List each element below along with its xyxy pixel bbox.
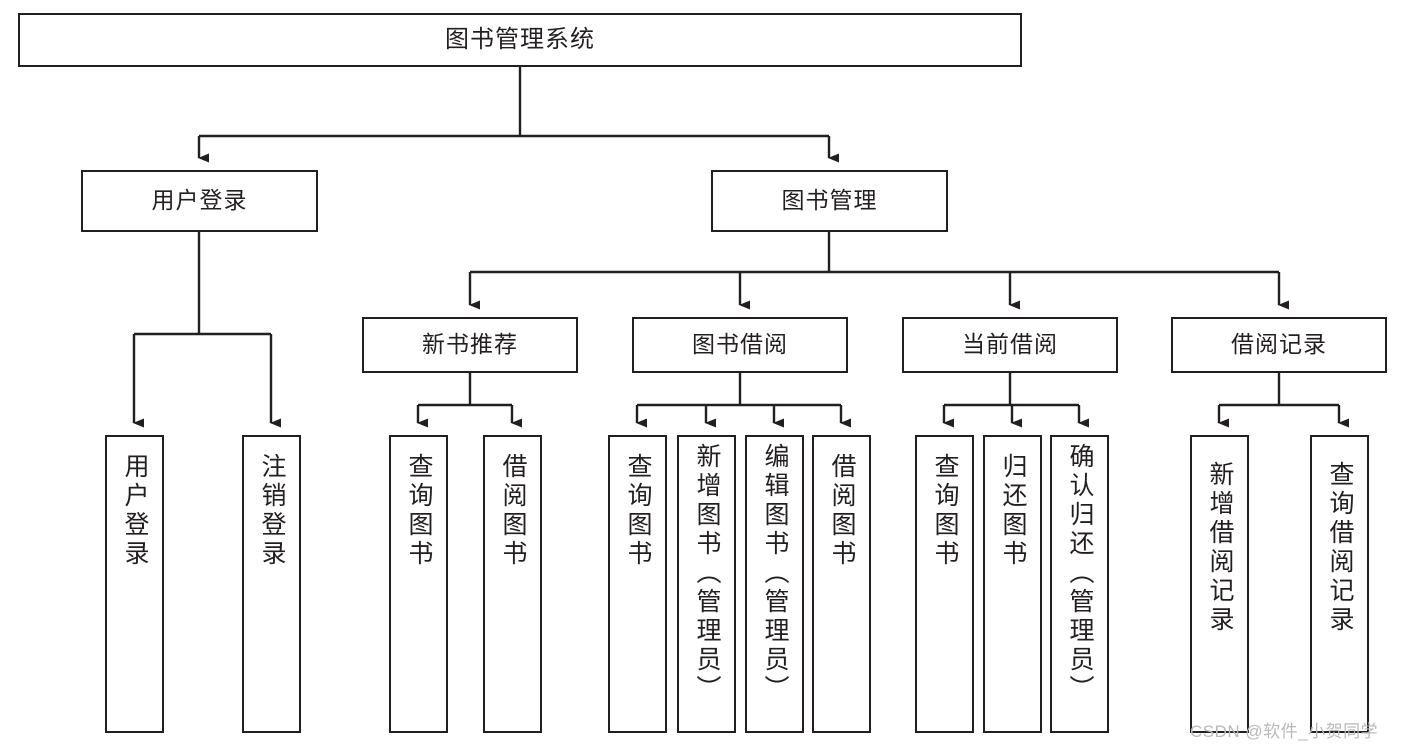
- node-leaf-query-book-2[interactable]: 查询图书: [608, 435, 667, 733]
- node-user-login-label: 用户登录: [151, 187, 248, 214]
- node-user-login[interactable]: 用户登录: [81, 170, 318, 232]
- node-book-borrow-label: 图书借阅: [692, 331, 788, 358]
- node-root[interactable]: 图书管理系统: [18, 13, 1022, 67]
- node-leaf-borrow-book-1-label: 借阅图书: [499, 453, 527, 569]
- node-leaf-return-book-label: 归还图书: [999, 453, 1027, 569]
- node-leaf-query-book-3-label: 查询图书: [931, 453, 959, 569]
- node-leaf-edit-book-label: 编辑图书（管理员）: [761, 443, 789, 704]
- node-leaf-confirm-return-label: 确认归还（管理员）: [1066, 443, 1094, 704]
- node-leaf-query-record-label: 查询借阅记录: [1326, 461, 1354, 635]
- node-leaf-add-record-label: 新增借阅记录: [1206, 461, 1234, 635]
- csdn-watermark: CSDN @软件_小贺同学: [1190, 722, 1379, 741]
- node-leaf-borrow-book-1[interactable]: 借阅图书: [483, 435, 542, 733]
- node-leaf-query-record[interactable]: 查询借阅记录: [1310, 435, 1369, 733]
- node-leaf-add-book[interactable]: 新增图书（管理员）: [677, 435, 736, 733]
- node-borrow-record[interactable]: 借阅记录: [1171, 317, 1387, 373]
- node-new-book-recommend-label: 新书推荐: [422, 331, 518, 358]
- node-leaf-confirm-return[interactable]: 确认归还（管理员）: [1050, 435, 1109, 733]
- node-leaf-logout-login-label: 注销登录: [258, 453, 286, 569]
- node-leaf-borrow-book-2-label: 借阅图书: [828, 453, 856, 569]
- node-book-manage[interactable]: 图书管理: [711, 170, 948, 232]
- node-current-borrow-label: 当前借阅: [962, 331, 1058, 358]
- node-leaf-query-book-2-label: 查询图书: [624, 453, 652, 569]
- node-leaf-query-book-1[interactable]: 查询图书: [389, 435, 448, 733]
- node-leaf-query-book-3[interactable]: 查询图书: [915, 435, 974, 733]
- node-new-book-recommend[interactable]: 新书推荐: [362, 317, 578, 373]
- node-leaf-query-book-1-label: 查询图书: [405, 453, 433, 569]
- node-current-borrow[interactable]: 当前借阅: [902, 317, 1118, 373]
- node-leaf-edit-book[interactable]: 编辑图书（管理员）: [745, 435, 804, 733]
- node-leaf-return-book[interactable]: 归还图书: [983, 435, 1042, 733]
- node-book-borrow[interactable]: 图书借阅: [632, 317, 848, 373]
- node-borrow-record-label: 借阅记录: [1231, 331, 1327, 358]
- node-book-manage-label: 图书管理: [781, 187, 878, 214]
- node-leaf-add-book-label: 新增图书（管理员）: [693, 443, 721, 704]
- node-leaf-user-login-label: 用户登录: [121, 453, 149, 569]
- node-leaf-borrow-book-2[interactable]: 借阅图书: [812, 435, 871, 733]
- node-leaf-add-record[interactable]: 新增借阅记录: [1190, 435, 1249, 733]
- node-root-label: 图书管理系统: [445, 25, 595, 53]
- node-leaf-logout-login[interactable]: 注销登录: [242, 435, 301, 733]
- node-leaf-user-login[interactable]: 用户登录: [105, 435, 164, 733]
